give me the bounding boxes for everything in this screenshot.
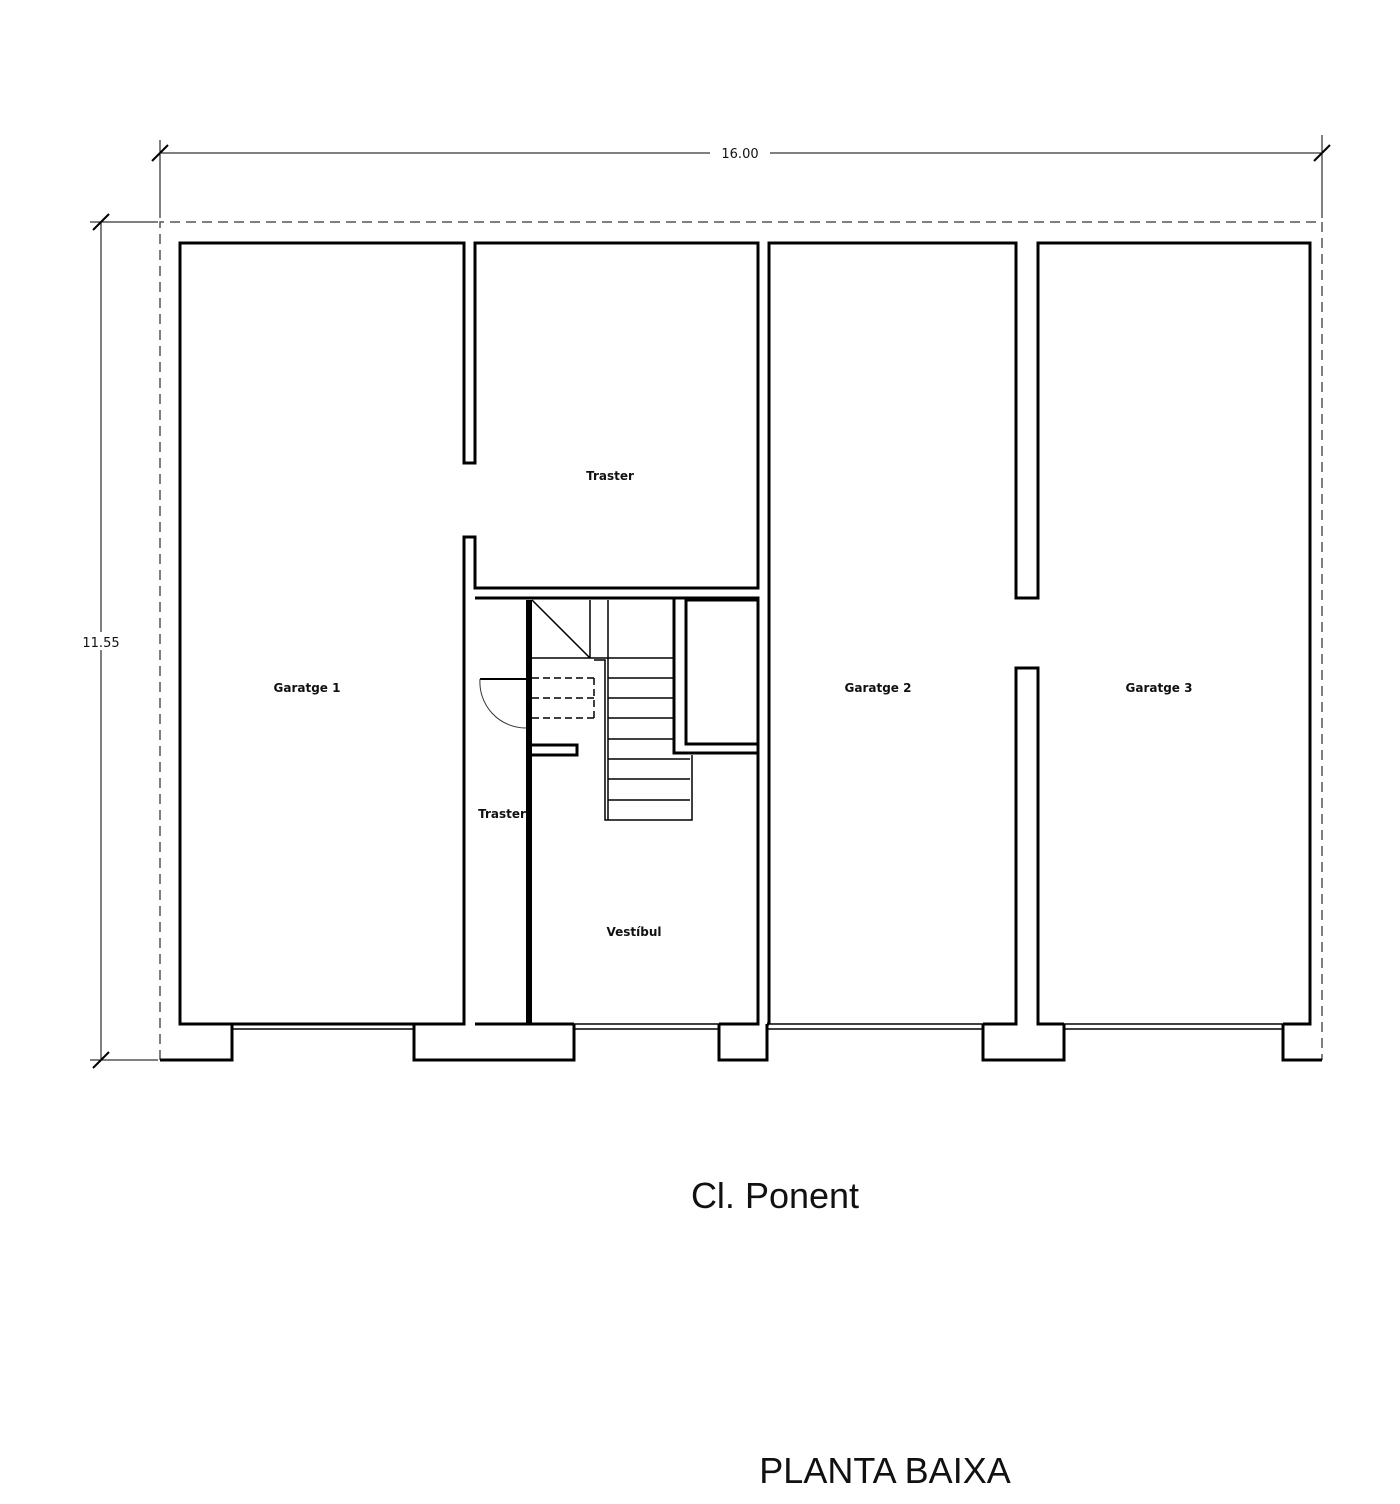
street-name: Cl. Ponent [691, 1175, 859, 1216]
room-label-garage2: Garatge 2 [845, 681, 912, 695]
plot-boundary [159, 221, 1323, 1060]
width-dimension [151, 135, 1331, 218]
staircase [531, 599, 693, 821]
room-label-garage1: Garatge 1 [274, 681, 341, 695]
plan-title: PLANTA BAIXA [759, 1450, 1010, 1491]
walls [160, 241, 1322, 1062]
height-dimension [76, 213, 158, 1069]
room-label-storage-small: Traster [478, 807, 526, 821]
room-label-garage3: Garatge 3 [1126, 681, 1193, 695]
height-dimension-label: 11.55 [82, 636, 119, 651]
width-dimension-label: 16.00 [721, 147, 758, 162]
room-label-storage-top: Traster [586, 469, 634, 483]
room-label-vestibule: Vestíbul [606, 925, 661, 939]
door-swing [479, 678, 527, 729]
